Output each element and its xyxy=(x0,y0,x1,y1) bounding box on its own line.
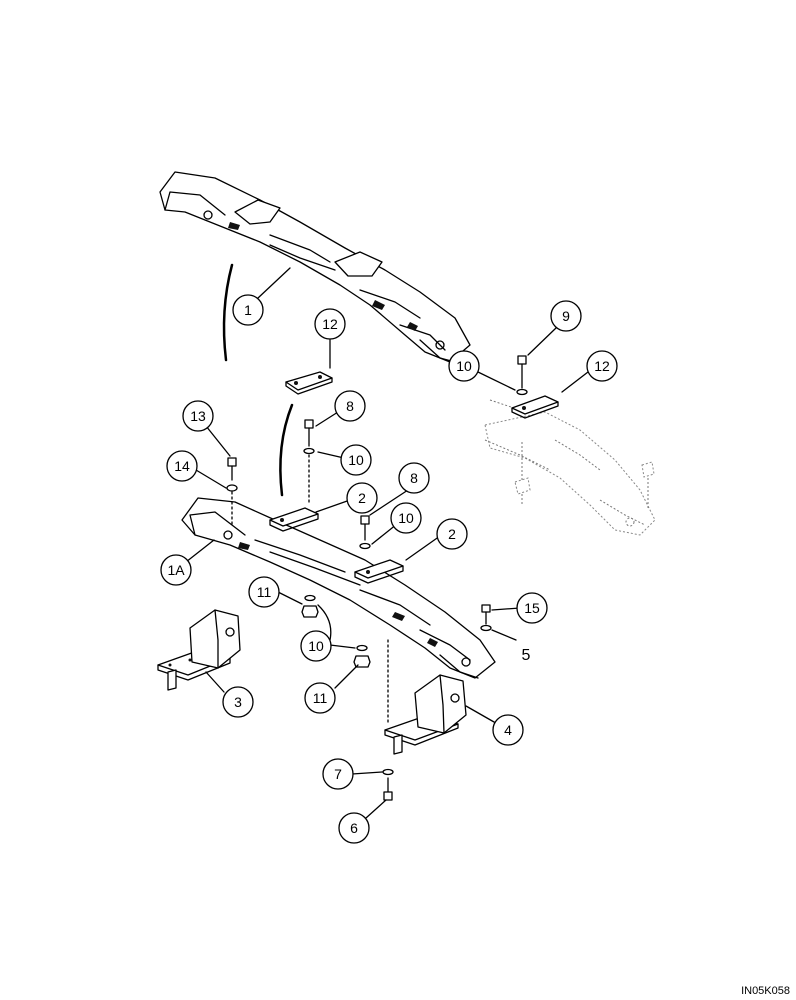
svg-text:15: 15 xyxy=(524,600,540,616)
leader-lines xyxy=(185,267,589,819)
callout-12-left: 12 xyxy=(314,308,346,340)
callout-13: 13 xyxy=(182,400,214,432)
svg-text:1: 1 xyxy=(244,302,252,318)
callout-3: 3 xyxy=(222,686,254,718)
reference-frame-ghost xyxy=(484,399,656,536)
spacer-plate-12-right xyxy=(511,395,559,419)
callout-10-lower: 10 xyxy=(300,630,332,662)
svg-text:10: 10 xyxy=(308,638,324,654)
svg-text:3: 3 xyxy=(234,694,242,710)
callout-10-upper: 10 xyxy=(340,444,372,476)
nut-11-right xyxy=(353,644,371,668)
mounting-bracket-4 xyxy=(384,639,467,755)
bolt-8-upper xyxy=(303,419,315,506)
bolt-9 xyxy=(516,355,528,396)
svg-text:11: 11 xyxy=(257,584,272,600)
callout-15: 15 xyxy=(516,592,548,624)
bolt-8-lower xyxy=(359,515,371,550)
bolt-15 xyxy=(480,604,492,632)
svg-text:5: 5 xyxy=(522,647,531,664)
callout-1A: 1A xyxy=(160,554,192,586)
callout-11-upper: 11 xyxy=(248,576,280,608)
callout-12-right: 12 xyxy=(586,350,618,382)
bracket-line-middle xyxy=(279,403,294,497)
svg-text:12: 12 xyxy=(322,316,338,332)
upper-axle-frame xyxy=(159,171,471,363)
callout-11-lower: 11 xyxy=(304,682,336,714)
callout-2-right: 2 xyxy=(436,518,468,550)
callout-1: 1 xyxy=(232,294,264,326)
svg-text:11: 11 xyxy=(313,690,328,706)
svg-text:8: 8 xyxy=(346,398,354,414)
spacer-plate-2-left xyxy=(269,507,319,532)
svg-text:7: 7 xyxy=(334,766,342,782)
callout-4: 4 xyxy=(492,714,524,746)
callout-2-left: 2 xyxy=(346,482,378,514)
label-5: 5 xyxy=(522,647,531,664)
svg-text:2: 2 xyxy=(448,526,456,542)
figure-code: IN05K058 xyxy=(741,985,790,997)
svg-text:10: 10 xyxy=(348,452,364,468)
callout-10-middle: 10 xyxy=(390,502,422,534)
spacer-plate-2-right xyxy=(354,559,404,584)
svg-text:2: 2 xyxy=(358,490,366,506)
bracket-line-upper xyxy=(222,263,234,362)
callout-14: 14 xyxy=(166,450,198,482)
svg-text:13: 13 xyxy=(190,408,206,424)
svg-text:6: 6 xyxy=(350,820,358,836)
svg-text:1A: 1A xyxy=(167,562,185,578)
callout-6: 6 xyxy=(338,812,370,844)
svg-text:8: 8 xyxy=(410,470,418,486)
callout-9: 9 xyxy=(550,300,582,332)
callout-7: 7 xyxy=(322,758,354,790)
mounting-bracket-3 xyxy=(157,609,241,691)
bolt-13 xyxy=(226,457,238,526)
nut-11-left xyxy=(301,594,319,618)
svg-text:9: 9 xyxy=(562,308,570,324)
bolt-6 xyxy=(382,768,394,801)
callout-8-lower: 8 xyxy=(398,462,430,494)
spacer-plate-12 xyxy=(285,371,333,395)
svg-text:10: 10 xyxy=(398,510,414,526)
svg-text:10: 10 xyxy=(456,358,472,374)
callout-10-top-right: 10 xyxy=(448,350,480,382)
svg-text:12: 12 xyxy=(594,358,610,374)
svg-text:14: 14 xyxy=(174,458,190,474)
callout-8-upper: 8 xyxy=(334,390,366,422)
svg-text:4: 4 xyxy=(504,722,512,738)
